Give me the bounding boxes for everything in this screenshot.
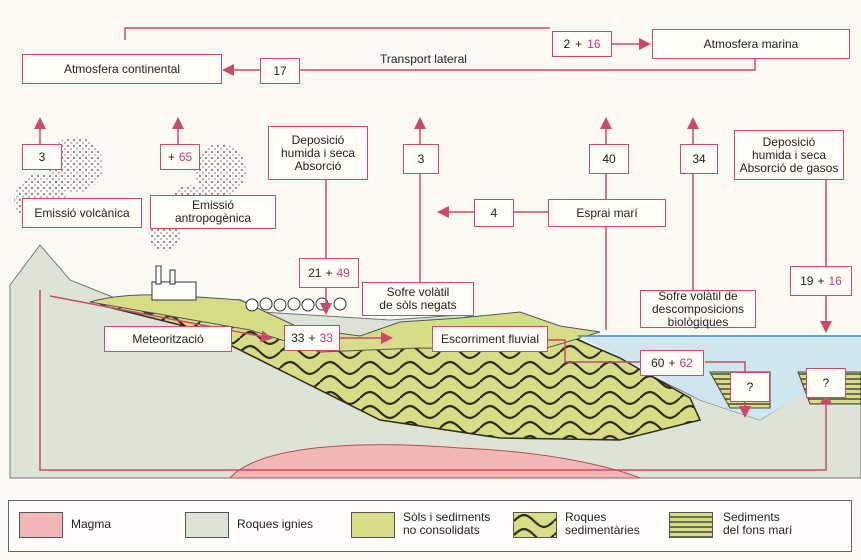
soil-sulfur-value: 3	[417, 151, 425, 166]
bio-value: 34	[692, 151, 706, 166]
bio-value-box: 34	[680, 144, 718, 174]
bio-1: Sofre volàtil de	[658, 288, 738, 303]
soil-2: de sòls negats	[379, 298, 457, 312]
weather-plus: +	[308, 330, 316, 345]
soil-sulfur-value-box: 3	[403, 144, 439, 174]
deposit-a: 21	[308, 265, 322, 280]
spray-value-box: 40	[589, 144, 629, 174]
sea-plus: +	[817, 273, 825, 288]
anthro-value: 65	[178, 149, 193, 164]
deposit-b: 49	[336, 265, 350, 280]
factory-icon	[151, 281, 197, 301]
legend-soil-swatch	[351, 512, 395, 538]
weathering-box: Meteorització	[104, 326, 232, 352]
spray-left-value: 4	[490, 205, 498, 220]
lateral-right-a: 2	[563, 36, 571, 51]
marine-atmosphere-label: Atmosfera marina	[703, 36, 799, 51]
flow-arrows	[34, 27, 832, 471]
sea-dep-1: Deposició	[762, 134, 816, 149]
lateral-right-value-box: 2 +16	[552, 31, 612, 57]
weather-b: 33	[319, 330, 333, 345]
legend-magma-label: Magma	[71, 517, 112, 531]
legend-magma-swatch	[19, 512, 63, 538]
lateral-left-value: 17	[273, 63, 287, 78]
legend-sed-1: Roques	[565, 510, 607, 524]
land-deposition-value-box: 21+49	[299, 258, 359, 288]
weather-a: 33	[291, 330, 305, 345]
legend-sea-1: Sediments	[723, 510, 780, 524]
volcanic-value-box: 3	[22, 144, 62, 170]
legend-soil-2: no consolidats	[403, 523, 480, 537]
bio-3: biològiques	[667, 314, 729, 329]
anthro-label-1: Emissió	[191, 198, 234, 212]
legend-sed-2: sedimentàries	[565, 523, 640, 537]
unknown-sediment-box-1: ?	[730, 372, 770, 402]
legend-soil-1: Sòls i sediments	[403, 510, 491, 524]
unknown-1: ?	[746, 379, 754, 394]
bio-2: descomposicions	[651, 301, 745, 316]
continental-atmosphere-label: Atmosfera continental	[63, 61, 181, 76]
weathering-label: Meteorització	[132, 331, 204, 346]
volcanic-emission-box: Emissió volcànica	[22, 198, 142, 228]
continental-atmosphere-box: Atmosfera continental	[22, 54, 222, 84]
deposit-2: humida i seca	[280, 145, 356, 160]
river-runoff-box: Escorriment fluvial	[432, 326, 548, 352]
volcanic-emission-label: Emissió volcànica	[34, 205, 130, 220]
weathering-value-box: 33+33	[284, 325, 340, 351]
volcanic-value: 3	[38, 149, 46, 164]
legend-igneous-swatch	[185, 512, 229, 538]
unknown-sediment-box-2: ?	[806, 368, 846, 398]
sea-spray-label: Esprai marí	[576, 205, 638, 220]
legend-sedimentary-swatch	[513, 512, 557, 538]
anthro-plus: +	[167, 149, 175, 164]
sea-b: 16	[828, 273, 842, 288]
lateral-right-b: 16	[587, 36, 601, 51]
sea-dep-2: humida i seca	[751, 147, 827, 162]
lateral-transport-label: Transport lateral	[380, 52, 467, 66]
legend-seafloor-swatch	[669, 512, 713, 538]
legend-igneous-label: Roques ignies	[237, 517, 314, 531]
sea-spray-box: Esprai marí	[548, 199, 666, 227]
sea-dep-3: Absorció de gasos	[739, 160, 839, 175]
deposit-1: Deposició	[291, 132, 345, 147]
anthro-value-box: +65	[160, 144, 200, 170]
runoff-value-box: 60+62	[640, 350, 704, 376]
lateral-left-value-box: 17	[260, 58, 300, 84]
soil-1: Sofre volàtil	[386, 285, 450, 299]
unknown-2: ?	[822, 375, 830, 390]
anthro-label-2: antropogènica	[174, 211, 252, 225]
sea-deposition-value-box: 19+16	[790, 266, 852, 296]
runoff-a: 60	[651, 355, 665, 370]
river-runoff-label: Escorriment fluvial	[440, 331, 540, 346]
deposit-plus: +	[325, 265, 333, 280]
marine-atmosphere-box: Atmosfera marina	[652, 29, 850, 59]
spray-value: 40	[602, 151, 616, 166]
runoff-plus: +	[668, 355, 676, 370]
legend-sea-2: del fons marí	[723, 523, 793, 537]
sea-a: 19	[800, 273, 814, 288]
deposit-3: Absorció	[294, 158, 342, 173]
runoff-b: 62	[679, 355, 693, 370]
trees-icon	[245, 297, 347, 312]
lateral-right-plus: +	[575, 36, 583, 51]
spray-left-value-box: 4	[474, 199, 514, 227]
